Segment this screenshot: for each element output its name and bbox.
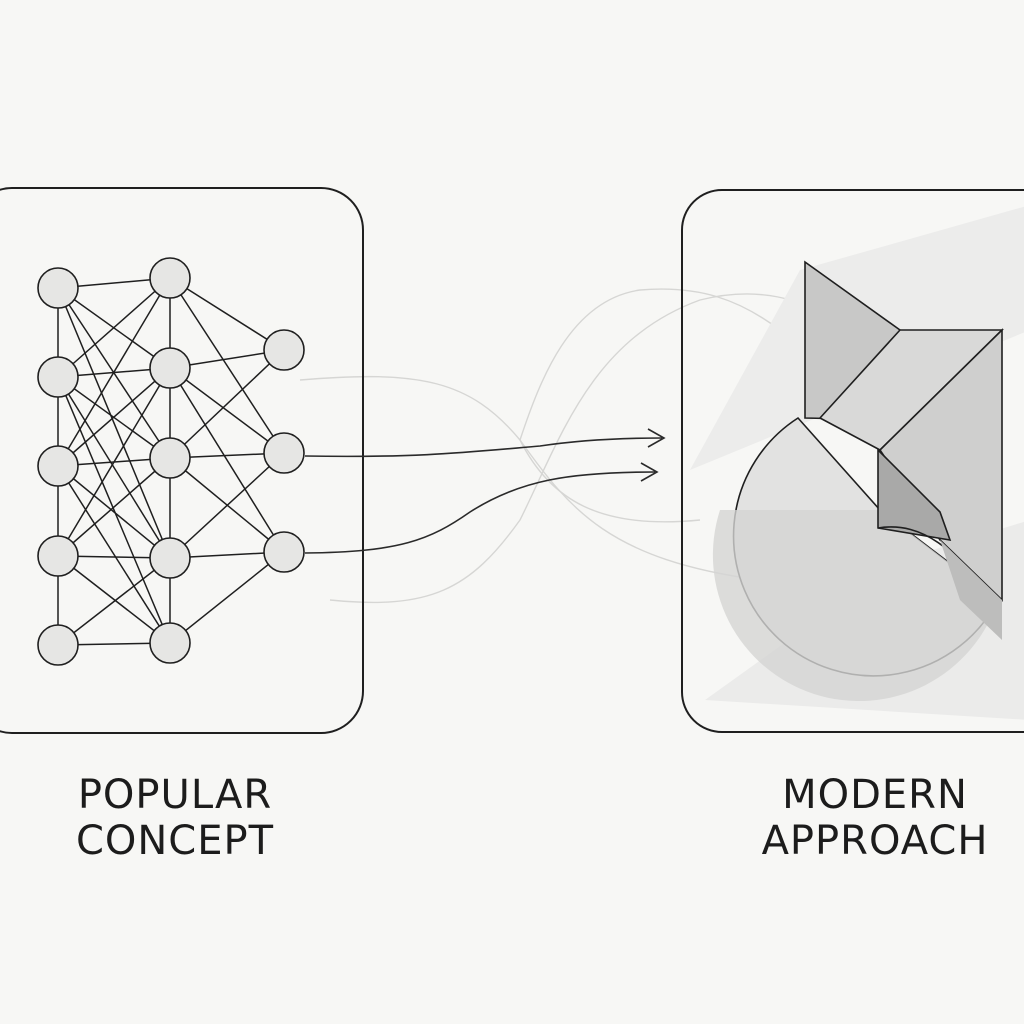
lower-arrow-head xyxy=(640,462,659,482)
network-node xyxy=(263,531,305,573)
network-edge xyxy=(57,287,171,559)
network-node xyxy=(149,622,191,664)
upper-arrow-line xyxy=(304,437,663,458)
neural-network-panel xyxy=(0,187,364,734)
caption-right-line2: APPROACH xyxy=(761,818,989,864)
geometric-sculpture xyxy=(690,205,1024,720)
network-node xyxy=(37,267,79,309)
background-flow-ribbons xyxy=(299,288,841,604)
network-node xyxy=(149,347,191,389)
network-edge xyxy=(57,376,171,559)
network-edge xyxy=(169,551,285,644)
lower-right-facet xyxy=(940,540,1002,640)
network-edge xyxy=(57,457,171,557)
modern-approach-panel xyxy=(681,189,1024,733)
caption-right-line1: MODERN xyxy=(782,772,968,818)
network-edge xyxy=(57,277,171,467)
network-node xyxy=(263,329,305,371)
network-node xyxy=(149,437,191,479)
network-edge xyxy=(57,367,171,467)
network-node xyxy=(263,432,305,474)
network-edge xyxy=(57,555,171,644)
lower-arrow-line xyxy=(304,471,656,554)
network-node xyxy=(37,445,79,487)
network-edge xyxy=(169,349,285,459)
network-node xyxy=(37,535,79,577)
network-edge xyxy=(57,277,171,378)
upper-arrow-head xyxy=(647,428,666,448)
network-edge xyxy=(169,367,285,553)
network-edge xyxy=(57,367,171,557)
network-edge xyxy=(169,452,285,559)
network-node xyxy=(149,537,191,579)
caption-left-line1: POPULAR xyxy=(77,772,273,818)
network-edge xyxy=(57,557,171,646)
network-edge xyxy=(57,376,171,644)
network-edge xyxy=(57,465,171,644)
modern-approach-caption: MODERN APPROACH xyxy=(740,772,1010,864)
caption-left-line2: CONCEPT xyxy=(75,818,275,864)
network-edge xyxy=(169,367,285,454)
network-node xyxy=(149,257,191,299)
circle-lower-facet xyxy=(712,510,998,702)
network-edge xyxy=(169,277,285,351)
central-dark-facet xyxy=(877,448,952,542)
popular-concept-caption: POPULAR CONCEPT xyxy=(40,772,310,864)
network-edge xyxy=(57,465,171,559)
transition-arrows xyxy=(304,428,666,554)
network-node xyxy=(37,624,79,666)
network-edge xyxy=(169,277,285,454)
network-nodes xyxy=(37,257,305,666)
network-node xyxy=(37,356,79,398)
